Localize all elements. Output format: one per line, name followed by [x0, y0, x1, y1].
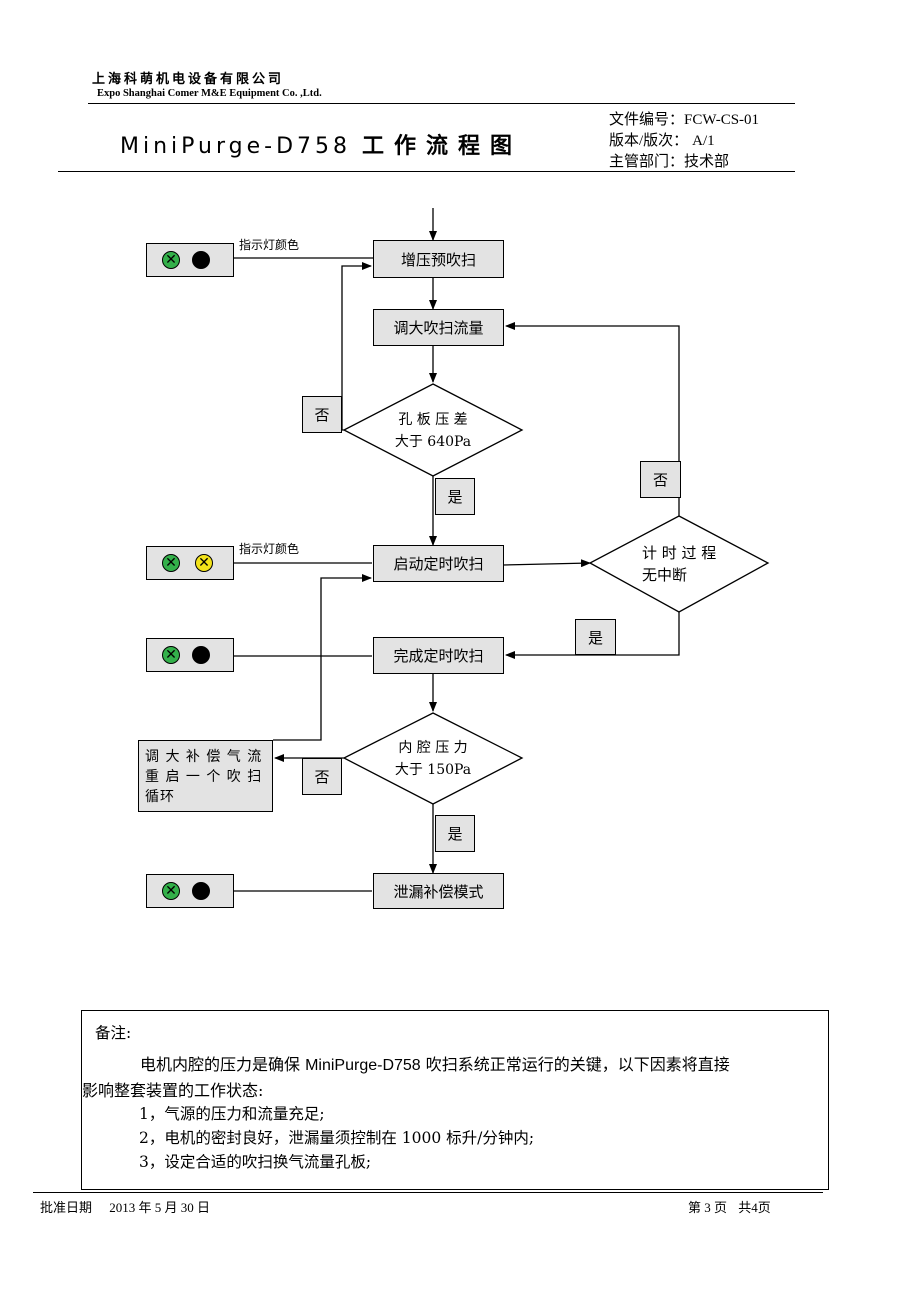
cavity-no-tag: 否	[302, 758, 342, 795]
total-pages-unit: 页	[757, 1200, 771, 1215]
black-lamp-icon	[192, 646, 210, 664]
indicator-lamps-leak-comp: ✕	[146, 874, 234, 908]
cavity-decision-line-1: 内 腔 压 力	[398, 740, 468, 756]
approval-date-label: 批准日期	[40, 1200, 93, 1215]
indicator-lamps-timed-purge: ✕ ✕	[146, 546, 234, 580]
step-increase-purge-flow: 调大吹扫流量	[373, 309, 504, 346]
orifice-decision: 孔 板 压 差 大于 640Pa	[363, 409, 503, 453]
step-finish-timed-purge: 完成定时吹扫	[373, 637, 504, 674]
remarks-title: 备注:	[95, 1024, 132, 1042]
remarks-item-3: 3，设定合适的吹扫换气流量孔板;	[139, 1153, 372, 1171]
cavity-decision-line-2: 大于 150Pa	[394, 762, 472, 778]
restart-line-1: 调 大 补 偿 气 流	[145, 749, 263, 765]
arrow-restart-loop	[273, 574, 372, 741]
arrow-orifice-no	[341, 262, 372, 431]
company-name-en: Expo Shanghai Comer M&E Equipment Co. ,L…	[97, 88, 322, 99]
restart-line-2: 重 启 一 个 吹 扫	[145, 769, 263, 785]
doc-dept-label: 主管部门：	[609, 154, 685, 170]
remarks-box: 备注: 电机内腔的压力是确保 MiniPurge-D758 吹扫系统正常运行的关…	[81, 1010, 829, 1190]
timer-yes-tag: 是	[575, 619, 616, 655]
page-indicator: 第 3 页 共4页	[688, 1197, 771, 1216]
remarks-brand: MiniPurge-D758	[305, 1057, 421, 1074]
doc-dept: 主管部门：技术部	[609, 150, 729, 171]
page-label: 第	[688, 1200, 702, 1215]
timer-decision-line-2: 无中断	[642, 566, 688, 584]
orifice-yes-tag: 是	[435, 478, 475, 515]
document-title-en: MiniPurge-D758	[120, 134, 352, 159]
doc-number: 文件编号：FCW-CS-01	[609, 108, 759, 129]
green-lamp-icon: ✕	[162, 251, 180, 269]
cavity-decision: 内 腔 压 力 大于 150Pa	[363, 737, 503, 781]
indicator-lamps-purge-complete: ✕	[146, 638, 234, 672]
company-name-cn: 上海科萌机电设备有限公司	[92, 72, 285, 87]
doc-number-label: 文件编号：	[609, 112, 685, 128]
arrow-to-timer-decision	[502, 559, 591, 568]
cavity-yes-tag: 是	[435, 815, 475, 852]
remarks-paragraph: 电机内腔的压力是确保 MiniPurge-D758 吹扫系统正常运行的关键，以下…	[140, 1051, 730, 1075]
total-pages-number: 4	[751, 1200, 758, 1215]
remarks-paragraph-line-2: 影响整套装置的工作状态:	[82, 1081, 264, 1100]
doc-version-value: A/1	[692, 133, 715, 149]
orifice-no-tag: 否	[302, 396, 342, 433]
step-leak-compensation-mode: 泄漏补偿模式	[373, 873, 504, 909]
green-lamp-icon: ✕	[162, 554, 180, 572]
yellow-lamp-icon: ✕	[195, 554, 213, 572]
step-start-timed-purge: 启动定时吹扫	[373, 545, 504, 582]
page-number: 3	[704, 1200, 711, 1215]
doc-dept-value: 技术部	[684, 154, 730, 170]
step-pressurize-prepurge: 增压预吹扫	[373, 240, 504, 278]
approval-date: 批准日期 2013 年 5 月 30 日	[40, 1197, 210, 1216]
step-restart-purge-cycle: 调 大 补 偿 气 流 重 启 一 个 吹 扫 循环	[138, 740, 273, 812]
arrow-timer-no	[505, 322, 680, 516]
approval-date-value: 2013 年 5 月 30 日	[109, 1200, 211, 1215]
doc-number-value: FCW-CS-01	[684, 112, 760, 128]
page-unit: 页	[714, 1200, 728, 1215]
green-lamp-icon: ✕	[162, 646, 180, 664]
document-title-cn: 工作流程图	[362, 134, 523, 159]
arrow-timer-yes	[505, 612, 680, 659]
document-title: MiniPurge-D758 工作流程图	[120, 128, 522, 160]
flowchart-connectors	[233, 208, 770, 892]
remarks-item-1: 1，气源的压力和流量充足;	[139, 1105, 325, 1123]
black-lamp-icon	[192, 882, 210, 900]
indicator-color-label-2: 指示灯颜色	[239, 542, 300, 556]
restart-line-3: 循环	[145, 789, 175, 805]
total-pages-label: 共	[738, 1200, 752, 1215]
remarks-para-pre: 电机内腔的压力是确保	[140, 1055, 306, 1074]
footer-divider	[33, 1192, 823, 1193]
indicator-lamps-prepurge: ✕	[146, 243, 234, 277]
black-lamp-icon	[192, 251, 210, 269]
orifice-decision-line-1: 孔 板 压 差	[398, 412, 468, 428]
timer-decision: 计 时 过 程 无中断	[612, 542, 732, 586]
green-lamp-icon: ✕	[162, 882, 180, 900]
timer-decision-line-1: 计 时 过 程	[642, 544, 717, 562]
doc-version-label: 版本/版次：	[609, 133, 689, 149]
remarks-item-2: 2，电机的密封良好，泄漏量须控制在 1000 标升/分钟内;	[139, 1129, 535, 1147]
doc-version: 版本/版次：A/1	[609, 129, 715, 150]
header-divider	[88, 103, 795, 104]
title-divider	[58, 171, 795, 172]
indicator-color-label-1: 指示灯颜色	[239, 238, 300, 252]
orifice-decision-line-2: 大于 640Pa	[394, 434, 472, 450]
remarks-para-post: 吹扫系统正常运行的关键，以下因素将直接	[420, 1055, 730, 1074]
timer-no-tag: 否	[640, 461, 681, 498]
